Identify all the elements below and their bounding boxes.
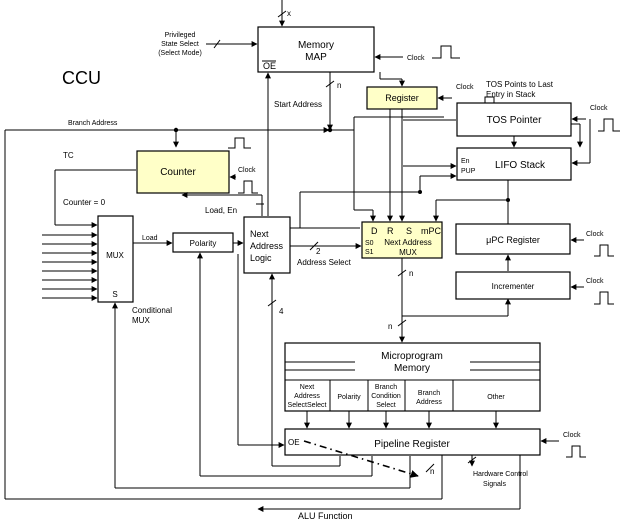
- bus-n-map-label: n: [337, 81, 341, 90]
- lifo-stack-label: LIFO Stack: [495, 160, 546, 171]
- address-select-label: Address Select: [297, 258, 352, 267]
- register-clock-label: Clock: [456, 84, 474, 91]
- conditional-mux-label-1: Conditional: [132, 306, 172, 315]
- memory-map-label-1: Memory: [298, 40, 334, 51]
- mux-label: MUX: [106, 251, 124, 260]
- bus-2-label: 2: [316, 247, 321, 256]
- hw-control-label-2: Signals: [483, 481, 506, 488]
- incrementer-block: Incrementer: [455, 271, 571, 300]
- privileged-label-1: Privileged: [165, 32, 196, 39]
- lifo-pup-label: PUP: [461, 168, 476, 175]
- inc-clock-icon: [594, 291, 614, 305]
- polarity-label: Polarity: [190, 239, 217, 248]
- upc-clock-icon: [594, 244, 614, 257]
- nal-label-3: Logic: [250, 253, 272, 263]
- tos-clock-label: Clock: [590, 105, 608, 112]
- mpm-field-ba-2: Address: [416, 399, 442, 406]
- namux-r: R: [387, 226, 394, 236]
- counter-block: Counter: [136, 150, 230, 194]
- load-label: Load: [142, 235, 158, 242]
- incrementer-label: Incrementer: [492, 282, 535, 291]
- polarity-block: Polarity: [172, 232, 234, 253]
- tos-note-1: TOS Points to Last: [486, 80, 554, 89]
- mpm-field-nas-1: Next: [300, 384, 314, 391]
- start-address-label: Start Address: [274, 100, 322, 109]
- hw-control-label-1: Hardware Control: [473, 471, 528, 478]
- tos-pointer-block: TOS Pointer: [456, 102, 572, 137]
- register-label: Register: [385, 93, 419, 103]
- mpm-field-ba-1: Branch: [418, 390, 440, 397]
- oe-dashed-arrow: [303, 440, 419, 478]
- counter-label: Counter: [160, 167, 196, 178]
- memory-map-oe: OE: [263, 61, 276, 71]
- tos-pointer-label: TOS Pointer: [487, 115, 543, 126]
- nal-label-1: Next: [250, 229, 269, 239]
- mpm-field-bcs-3: Select: [376, 402, 396, 409]
- next-address-mux-block: D R S mPC S0 S1 Next Address MUX: [361, 221, 443, 259]
- namux-s1: S1: [365, 249, 374, 256]
- pipeline-register-block: Pipeline Register OE: [284, 428, 541, 456]
- namux-label-1: Next Address: [384, 238, 432, 247]
- bus-x-label: x: [287, 9, 291, 18]
- pipeline-oe-label: OE: [288, 438, 300, 447]
- mux-s-label: S: [112, 290, 117, 299]
- bus-n-pipe-label: n: [430, 467, 434, 476]
- pipeline-clock-icon: [566, 445, 586, 458]
- next-address-logic-block: Next Address Logic: [243, 216, 291, 274]
- memory-map-block: Memory MAP OE: [257, 26, 375, 73]
- counter-load-clock-icon: [228, 137, 251, 149]
- bus-n-mux-label: n: [409, 269, 413, 278]
- namux-mpc: mPC: [421, 226, 442, 236]
- namux-label-2: MUX: [399, 248, 417, 257]
- memory-map-clock-icon: [432, 45, 460, 59]
- nal-label-2: Address: [250, 241, 284, 251]
- register-block: Register: [366, 86, 438, 110]
- tos-note-2: Entry in Stack: [486, 90, 536, 99]
- lifo-stack-block: LIFO Stack En PUP: [456, 147, 572, 181]
- mpm-field-bcs-1: Branch: [375, 384, 397, 391]
- namux-d: D: [371, 226, 378, 236]
- load-en-label: Load, En: [205, 206, 237, 215]
- upc-register-label: μPC Register: [486, 235, 540, 245]
- tos-clock-icon: [598, 118, 620, 132]
- mpm-field-bcs-2: Condition: [371, 393, 401, 400]
- mpm-field-other: Other: [487, 394, 505, 401]
- mpm-label-2: Memory: [394, 363, 430, 374]
- inc-clock-label: Clock: [586, 278, 604, 285]
- microprogram-memory-block: Microprogram Memory Next Address SelectS…: [284, 342, 541, 412]
- memory-map-clock-label: Clock: [407, 55, 425, 62]
- conditional-mux-label-2: MUX: [132, 316, 150, 325]
- mpm-field-polarity: Polarity: [337, 394, 361, 401]
- tc-label: TC: [63, 151, 74, 160]
- mpm-field-nas-2: Address: [294, 393, 320, 400]
- bus-4-label: 4: [279, 307, 284, 316]
- lifo-en-label: En: [461, 158, 470, 165]
- counter-zero-label: Counter = 0: [63, 198, 106, 207]
- bus-n-mem-label: n: [388, 322, 392, 331]
- mpm-field-nas-3: SelectSelect: [288, 402, 327, 409]
- privileged-label-3: (Select Mode): [158, 50, 202, 57]
- pipeline-register-label: Pipeline Register: [374, 439, 450, 450]
- privileged-label-2: State Select: [161, 41, 199, 48]
- upc-register-block: μPC Register: [455, 223, 571, 255]
- counter-clock-icon: [238, 180, 258, 194]
- upc-clock-label: Clock: [586, 231, 604, 238]
- namux-s: S: [406, 226, 412, 236]
- diagram-title: CCU: [62, 68, 101, 88]
- branch-address-label: Branch Address: [68, 120, 118, 127]
- alu-function-label: ALU Function: [298, 511, 353, 521]
- pipeline-clock-label: Clock: [563, 432, 581, 439]
- memory-map-label-2: MAP: [305, 52, 327, 63]
- mux-block: MUX S: [97, 215, 134, 303]
- mpm-label-1: Microprogram: [381, 351, 443, 362]
- counter-clock-label: Clock: [238, 167, 256, 174]
- namux-s0: S0: [365, 240, 374, 247]
